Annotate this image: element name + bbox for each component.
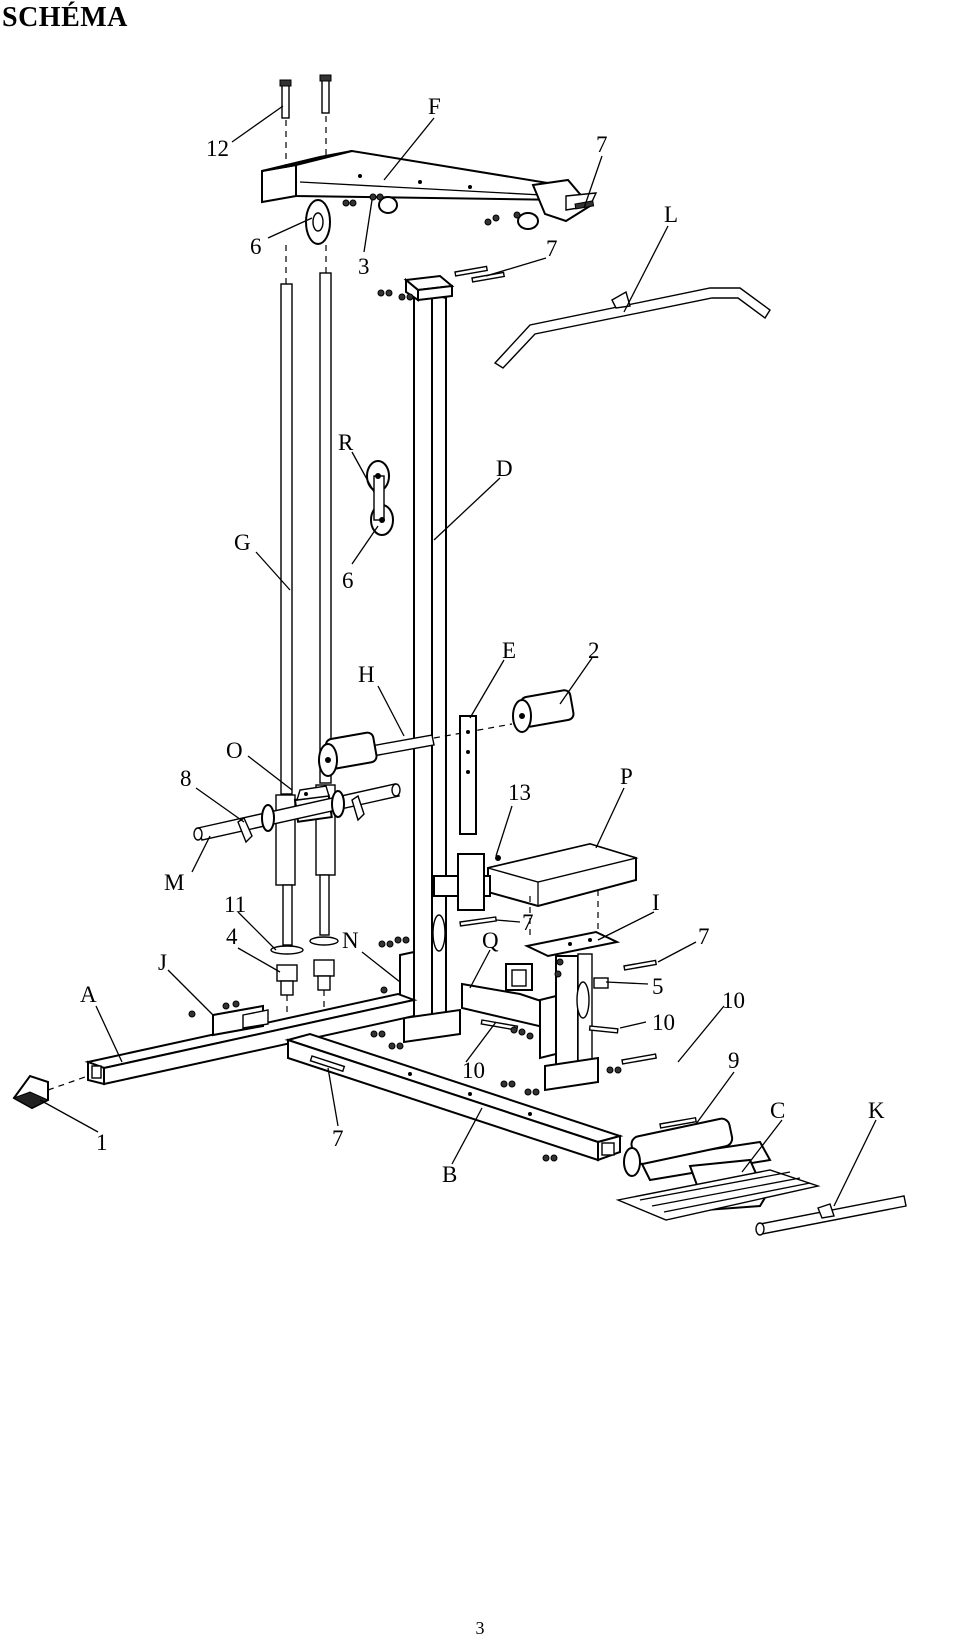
part-l-lat-bar — [493, 287, 771, 369]
part-i-seat-support — [523, 930, 621, 1092]
hardware-bolts — [188, 916, 697, 1162]
part-j-bracket — [212, 1004, 269, 1037]
exploded-assembly-diagram: 12 F 7 L 6 3 7 R D G 6 H E 2 O P 8 13 M … — [12, 74, 907, 1236]
label-M: M — [164, 870, 184, 895]
part-m-loading-bar — [193, 783, 401, 841]
part-c-footrest — [615, 1117, 821, 1221]
part-h-leg-bar — [318, 723, 513, 777]
label-6: 6 — [250, 234, 262, 259]
label-C: C — [770, 1098, 785, 1123]
label-F: F — [428, 94, 441, 119]
label-A: A — [80, 982, 97, 1007]
label-L: L — [664, 202, 678, 227]
label-7: 7 — [698, 924, 710, 949]
label-10: 10 — [462, 1058, 485, 1083]
part-e-seat-post — [459, 715, 477, 835]
label-12: 12 — [206, 136, 229, 161]
label-10: 10 — [722, 988, 745, 1013]
part-11-washers-and-4-spacers — [270, 936, 339, 1015]
label-K: K — [868, 1098, 885, 1123]
part-2-foam-roller — [512, 689, 575, 733]
label-G: G — [234, 530, 251, 555]
label-B: B — [442, 1162, 457, 1187]
label-D: D — [496, 456, 513, 481]
part-b-base-rail — [284, 1032, 624, 1162]
label-4: 4 — [226, 924, 238, 949]
label-7: 7 — [522, 910, 534, 935]
part-d-upright — [403, 274, 461, 1044]
part-1-end-cap — [12, 1074, 89, 1110]
part-f-top-beam — [261, 149, 598, 223]
label-3: 3 — [358, 254, 370, 279]
hardware-near-top — [342, 193, 595, 226]
page-title: SCHÉMA — [2, 2, 128, 33]
part-13-seat-bracket — [433, 853, 599, 940]
part-r-pulley-bracket — [366, 460, 394, 536]
label-9: 9 — [728, 1048, 740, 1073]
label-2: 2 — [588, 638, 600, 663]
part-g-guide-rods — [275, 272, 336, 946]
label-I: I — [652, 890, 660, 915]
part-a-base-rail — [84, 992, 418, 1086]
label-7: 7 — [546, 236, 558, 261]
label-7: 7 — [332, 1126, 344, 1151]
label-N: N — [342, 928, 359, 953]
part-7-base-bolt — [309, 1055, 346, 1073]
label-1: 1 — [96, 1130, 108, 1155]
part-q-connector — [461, 963, 557, 1060]
label-leader-lines — [39, 105, 877, 1207]
top-pulleys — [305, 196, 539, 245]
page-number: 3 — [475, 1618, 485, 1638]
label-13: 13 — [508, 780, 531, 805]
part-labels: 12 F 7 L 6 3 7 R D G 6 H E 2 O P 8 13 M … — [80, 94, 885, 1187]
label-H: H — [358, 662, 375, 687]
label-E: E — [502, 638, 516, 663]
part-p-seat-pad — [487, 842, 639, 908]
label-Q: Q — [482, 928, 499, 953]
label-6: 6 — [342, 568, 354, 593]
label-5: 5 — [652, 974, 664, 999]
part-8-spring-collars — [237, 794, 365, 844]
label-P: P — [620, 764, 633, 789]
top-bolts-12 — [279, 74, 332, 285]
hardware-7-top-bracket — [377, 265, 506, 301]
label-O: O — [226, 738, 243, 763]
label-11: 11 — [224, 892, 246, 917]
label-R: R — [338, 430, 354, 455]
label-7: 7 — [596, 132, 608, 157]
label-J: J — [158, 950, 167, 975]
part-k-handle — [755, 1195, 907, 1236]
label-8: 8 — [180, 766, 192, 791]
label-10: 10 — [652, 1010, 675, 1035]
